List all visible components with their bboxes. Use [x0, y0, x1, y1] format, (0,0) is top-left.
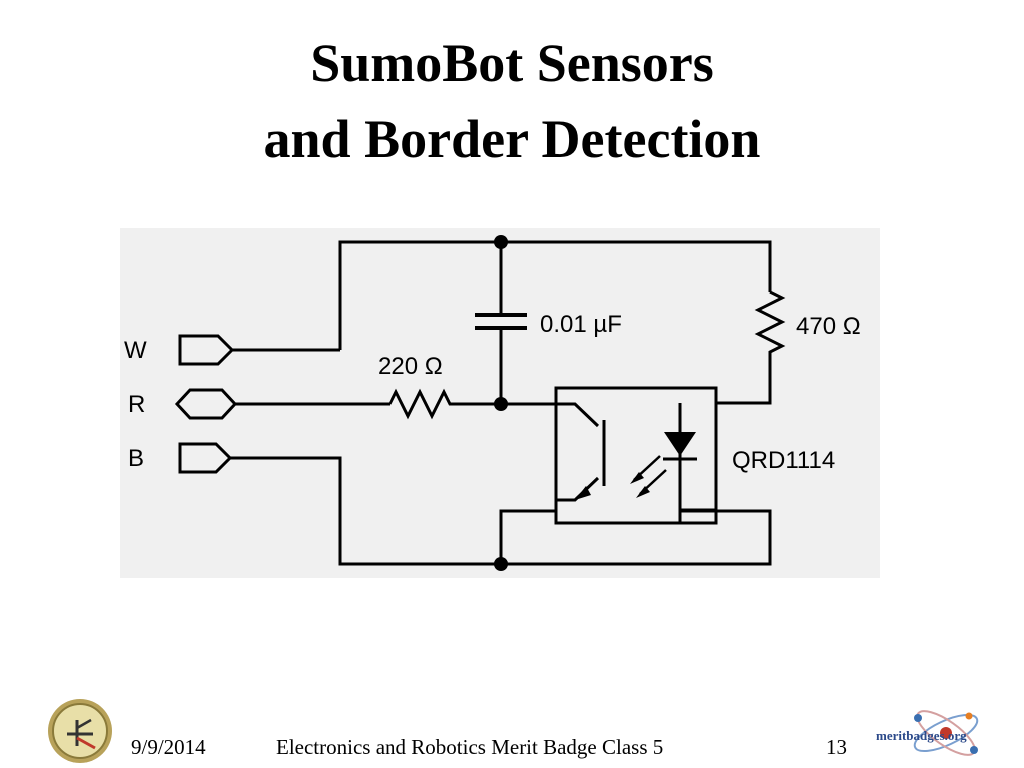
resistor-220-symbol — [388, 388, 556, 420]
connector-w — [178, 334, 235, 366]
junction-bottom — [494, 557, 508, 571]
label-r: R — [128, 391, 145, 418]
footer-course-title: Electronics and Robotics Merit Badge Cla… — [276, 735, 664, 759]
label-sensor: QRD1114 — [732, 447, 835, 474]
label-b: B — [128, 445, 144, 472]
sensor-package — [554, 386, 718, 525]
capacitor-plate-top — [475, 313, 527, 317]
label-resistor-220: 220 Ω — [378, 353, 443, 380]
junction-top — [494, 235, 508, 249]
led-triangle — [664, 432, 696, 456]
wire-ground-branch — [499, 509, 556, 564]
connector-b — [178, 442, 233, 474]
merit-badge-icon — [48, 699, 112, 763]
resistor-470-symbol — [716, 290, 786, 405]
logo-text: meritbadges.org — [876, 728, 967, 743]
circuit-diagram: W R B 220 Ω 0.01 µF 470 Ω QRD1114 — [120, 228, 880, 578]
slide-title-line1: SumoBot Sensors — [310, 33, 714, 93]
phototransistor-arrow — [575, 486, 591, 500]
label-w: W — [124, 337, 147, 364]
phototransistor-collector — [556, 402, 600, 428]
meritbadges-logo: meritbadges.org — [876, 710, 979, 756]
wire-top-rail — [338, 240, 772, 350]
label-capacitor: 0.01 µF — [540, 311, 622, 338]
capacitor-plate-bottom — [475, 326, 527, 330]
label-resistor-470: 470 Ω — [796, 313, 861, 340]
connector-r — [174, 388, 238, 420]
footer-date: 9/9/2014 — [131, 735, 206, 759]
footer-page-number: 13 — [826, 735, 847, 759]
junction-mid — [494, 397, 508, 411]
slide-title-line2: and Border Detection — [263, 109, 761, 169]
